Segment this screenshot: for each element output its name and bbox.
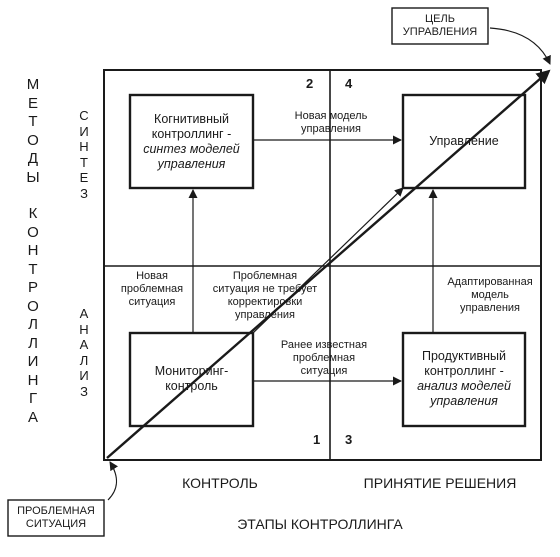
stages-title: ЭТАПЫ КОНТРОЛЛИНГА (237, 516, 403, 532)
label-line: проблемная (292, 352, 356, 364)
monitoring-box-text: Мониторинг- контроль (130, 364, 253, 394)
label-line: Новая модель (294, 110, 368, 122)
axis-letter: Д (27, 150, 39, 167)
axis-letter: А (79, 337, 89, 352)
cognitive-box-text: Когнитивный контроллинг - синтез моделей… (130, 112, 253, 172)
stage-control: КОНТРОЛЬ (182, 475, 258, 491)
axis-letter: Г (28, 390, 38, 407)
axis-letter: К (28, 205, 38, 222)
synthesis-word: С И Н Т Е З (76, 108, 92, 201)
quadrant-number-3: 3 (345, 432, 353, 447)
label-line: управления (460, 302, 520, 314)
axis-letter: Т (80, 154, 88, 170)
label-new-problem: Новая проблемная ситуация (112, 270, 192, 309)
label-line: ситуация (300, 365, 348, 377)
axis-letter: О (27, 297, 39, 315)
box-text-line: контроллинг - (151, 127, 232, 141)
box-text-line: Когнитивный (154, 112, 229, 126)
cognitive-box (128, 93, 255, 190)
problem-label: ПРОБЛЕМНАЯ СИТУАЦИЯ (8, 505, 104, 531)
label-line: ситуация не требует (212, 283, 318, 295)
axis-letter: С (79, 108, 89, 123)
axis-letter: Н (79, 321, 89, 337)
label-line: модель (471, 289, 509, 301)
axis-letter: Н (27, 371, 39, 389)
label-line: проблемная (120, 283, 184, 295)
axis-letter: Н (27, 242, 39, 259)
label-line: Новая (136, 270, 168, 282)
quadrant-number-1: 1 (313, 432, 321, 447)
controlling-word: К О Н Т Р О Л Л И Н Г А (24, 205, 42, 427)
label-line: Ранее известная (280, 339, 368, 351)
quadrant-number-2: 2 (306, 76, 314, 91)
axis-letter: А (27, 408, 38, 426)
axis-letter: Е (27, 94, 38, 112)
axis-letter: А (79, 306, 89, 321)
axis-letter: Р (27, 279, 38, 296)
box-text-line: контроль (165, 379, 218, 393)
management-box-text: Управление (429, 134, 499, 148)
label-line: управления (301, 123, 361, 135)
analysis-word: А Н А Л И З (76, 306, 92, 399)
label-line: Проблемная (232, 270, 298, 282)
methods-word: М Е Т О Д Ы (24, 76, 42, 187)
problem-curve (107, 461, 119, 501)
label-line: управления (235, 309, 295, 321)
stage-decision: ПРИНЯТИЕ РЕШЕНИЯ (363, 475, 517, 491)
label-line: ситуация (128, 296, 176, 308)
productive-box-text: Продуктивный контроллинг - анализ моделе… (403, 349, 525, 409)
axis-letter: О (27, 223, 39, 241)
axis-letter: И (79, 368, 89, 383)
goal-label: ЦЕЛЬ УПРАВЛЕНИЯ (392, 13, 488, 39)
axis-letter: Л (28, 316, 38, 333)
box-text-line: синтез моделей (143, 142, 240, 156)
problem-label-line: СИТУАЦИЯ (25, 518, 87, 530)
axis-letter: З (80, 383, 88, 399)
axis-letter: М (26, 76, 40, 93)
label-adapted-model: Адаптированная модель управления (440, 276, 540, 315)
label-line: Адаптированная (447, 276, 533, 288)
axis-letter: З (80, 185, 88, 201)
axis-letter: Е (79, 170, 89, 185)
axis-letter: И (79, 123, 89, 139)
goal-curve (489, 27, 551, 65)
label-new-model: Новая модель управления (272, 110, 390, 136)
label-known-problem: Ранее известная проблемная ситуация (260, 339, 388, 378)
axis-letter: Ы (26, 168, 40, 186)
box-text-line: управления (430, 394, 498, 408)
problem-label-line: ПРОБЛЕМНАЯ (17, 505, 95, 517)
axis-letter: Н (79, 139, 89, 154)
goal-tag (391, 7, 489, 45)
matrix-frame (103, 69, 542, 461)
main-diagonal-arrow (106, 69, 551, 459)
label-no-correction: Проблемная ситуация не требует корректир… (200, 270, 330, 322)
quadrant-number-4: 4 (345, 76, 353, 91)
label-line: корректировки (227, 296, 303, 308)
productive-box (401, 331, 527, 428)
box-text-line: контроллинг - (424, 364, 504, 378)
axis-letter: Т (28, 260, 38, 278)
axis-letter: Т (28, 113, 38, 130)
axis-letter: О (27, 131, 39, 149)
axis-letter: И (27, 353, 39, 370)
box-text-line: Продуктивный (422, 349, 506, 363)
box-text-line: управления (157, 157, 226, 171)
axis-letter: Л (28, 334, 38, 352)
problem-tag (7, 499, 105, 537)
axis-letter: Л (79, 352, 89, 368)
goal-label-line: ЦЕЛЬ (425, 13, 455, 25)
box-text-line: анализ моделей (417, 379, 511, 393)
box-text-line: Мониторинг- (154, 364, 229, 378)
goal-label-line: УПРАВЛЕНИЯ (402, 26, 478, 38)
